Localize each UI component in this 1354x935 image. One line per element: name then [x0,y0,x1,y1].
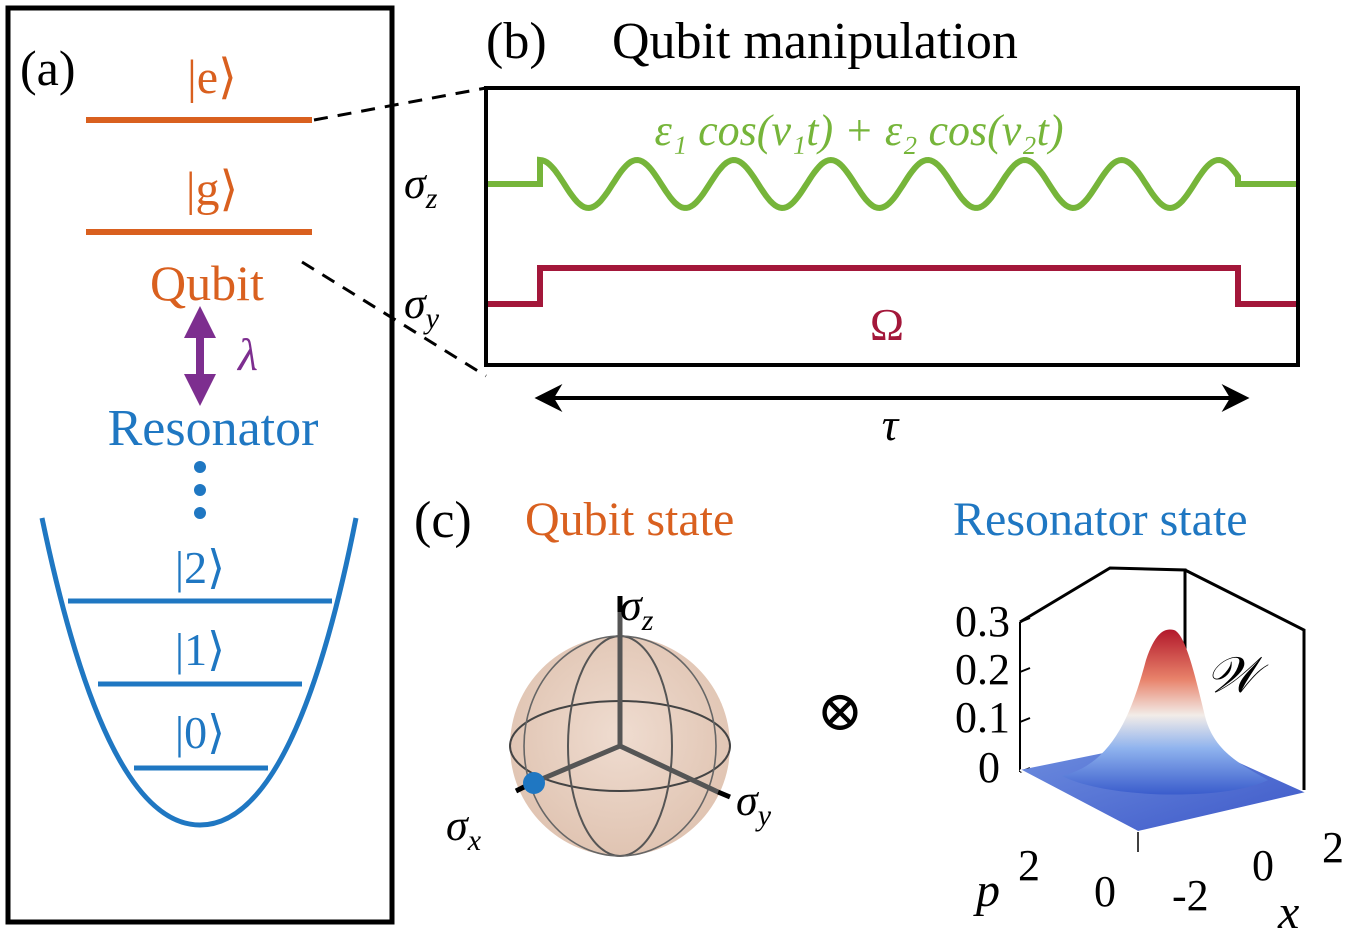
connector-top [313,86,487,122]
wigner-p-tick-0: 2 [1018,841,1040,890]
bloch-sphere: σz σx σy [446,581,772,857]
resonator-state-title: Resonator state [953,493,1248,546]
fock-2-label: |2⟩ [175,542,225,593]
wigner-z-tick-1: 0.2 [955,645,1010,694]
wigner-peak [1062,629,1268,795]
panel-a: (a) |e⟩ |g⟩ Qubit λ Resonator |2⟩ |1⟩ |0… [5,5,395,925]
coupling-symbol: λ [236,329,258,380]
wigner-z-tick-3: 0 [978,743,1000,792]
wigner-x-tick-1: 0 [1252,841,1274,890]
qubit-state-title: Qubit state [525,493,734,546]
qubit-label: Qubit [150,255,264,311]
wigner-z-tick-0: 0.3 [955,597,1010,646]
panel-c: (c) Qubit state Resonator state σz σx σy… [414,492,1344,935]
drive-y-pulse [488,265,1296,307]
ellipsis-dots [194,461,206,519]
connector-bottom [301,260,487,378]
bloch-state-point [523,772,545,794]
sigma-y-label: σy [404,279,440,335]
wigner-z-tick-2: 0.1 [955,693,1010,742]
wigner-z-ticks [1019,617,1031,773]
resonator-potential-well [39,517,359,828]
qubit-ground-state-label: |g⟩ [186,163,238,216]
wigner-back-axes-2 [1184,568,1306,790]
duration-label: τ [882,399,900,450]
panel-b: (b) Qubit manipulation ε₁ cos(ν₁t) + ε₂ … [404,13,1300,450]
resonator-label: Resonator [108,400,319,457]
wigner-x-axis-label: x [1277,886,1299,935]
bloch-y-axis [618,743,720,795]
panel-a-label: (a) [20,40,76,96]
bloch-z-label: σz [620,581,654,637]
panel-a-frame [5,5,395,925]
fock-1-label: |1⟩ [175,624,225,675]
bloch-y-axis-tip [717,789,731,800]
panel-b-title: Qubit manipulation [612,13,1018,70]
tensor-product-symbol: ⊗ [817,681,864,743]
panel-b-label: (b) [486,13,547,70]
drive-y-amplitude: Ω [870,299,904,350]
wigner-function-label: 𝒲 [1206,647,1269,703]
wigner-plot: 0.3 0.2 0.1 0 𝒲 p 2 0 -2 0 2 x [955,566,1344,935]
wigner-p-tick-1: 0 [1094,867,1116,916]
drive-z-waveform [488,156,1296,212]
drive-z-formula: ε₁ cos(ν₁t) + ε₂ cos(ν₂t) [655,106,1064,155]
bloch-x-label: σx [446,801,482,857]
wigner-x-tick-2: 2 [1322,823,1344,872]
wigner-p-axis-label: p [973,864,1000,917]
panel-c-label: (c) [414,492,472,549]
wigner-x-tick-0: -2 [1172,871,1209,920]
pulse-frame [484,86,1300,367]
qubit-excited-state-label: |e⟩ [187,51,237,104]
fock-0-label: |0⟩ [175,707,225,758]
bloch-y-label: σy [736,776,772,832]
sigma-z-label: σz [404,159,438,215]
bloch-x-axis [529,743,621,787]
